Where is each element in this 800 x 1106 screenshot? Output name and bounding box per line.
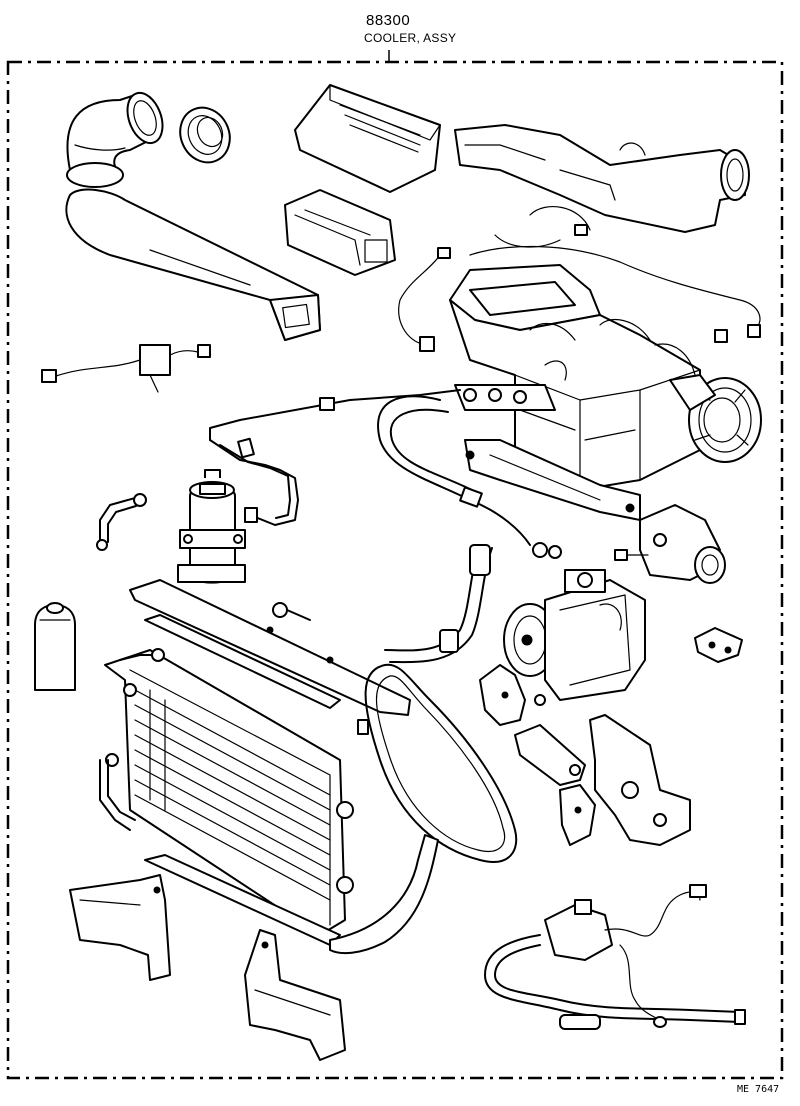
vent-register <box>284 189 396 276</box>
blower-fan <box>669 374 762 463</box>
part-name: COOLER, ASSY <box>364 31 457 45</box>
condenser-bracket-top <box>129 579 411 716</box>
diagram-header: 88300 COOLER, ASSY <box>0 0 800 60</box>
fasteners <box>272 602 581 776</box>
curved-brace <box>329 834 439 955</box>
part-number: 88300 <box>366 12 411 29</box>
compressor-bracket <box>479 664 691 846</box>
drawing-code: ME 7647 <box>737 1084 780 1095</box>
small-wire-harness <box>41 344 211 393</box>
small-mount-plate <box>694 627 743 663</box>
condenser-bracket-bottom <box>144 854 341 946</box>
condenser-fins <box>134 689 331 901</box>
pipe-fitting-small <box>96 493 147 551</box>
mounting-panel-left <box>69 874 171 981</box>
idler-pulley <box>614 504 726 584</box>
air-duct-long <box>65 188 321 341</box>
drive-belt <box>364 663 518 863</box>
condenser-pipe <box>99 648 165 831</box>
upper-duct-assembly <box>454 124 750 233</box>
duct-gasket-ring <box>179 106 231 164</box>
refrigerant-tube-upper <box>209 389 461 526</box>
condenser-core <box>104 649 354 936</box>
expansion-valve-connector <box>454 360 567 411</box>
compressor <box>503 569 646 701</box>
air-duct-elbow <box>66 91 164 188</box>
suction-hose <box>384 544 493 664</box>
wiring-harness-upper <box>398 206 761 352</box>
vacuum-valve-assembly <box>484 884 746 1030</box>
mounting-panel-right <box>244 929 346 1061</box>
assembly-boundary <box>6 50 784 1080</box>
receiver-drier <box>177 469 246 584</box>
vent-outlet-grille <box>294 84 441 193</box>
discharge-hose <box>377 395 562 559</box>
oil-bottle <box>34 602 76 691</box>
